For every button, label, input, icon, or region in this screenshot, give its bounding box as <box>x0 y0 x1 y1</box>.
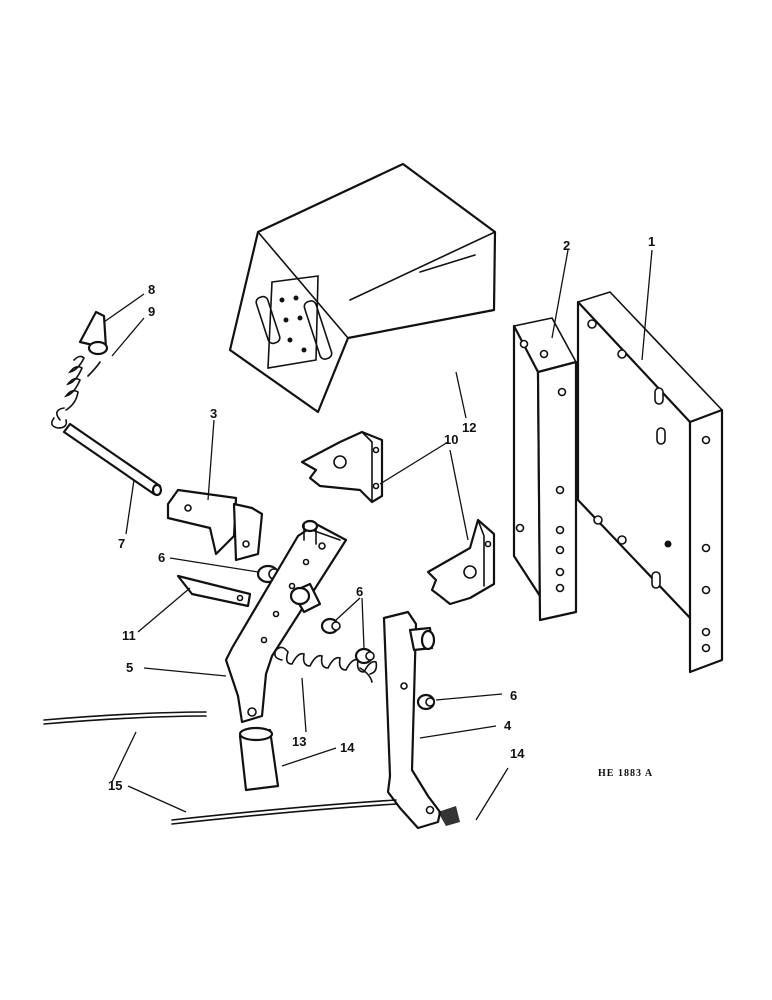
part-13-spring <box>274 646 378 683</box>
callout-2: 2 <box>563 238 570 253</box>
callout-1: 1 <box>648 234 655 249</box>
leader-lines <box>103 249 653 821</box>
drawing-code: HE 1883 A <box>598 768 653 779</box>
part-10-bracket-lower <box>426 518 496 606</box>
part-2-angle-bracket <box>512 317 578 622</box>
part-7-rod <box>62 422 163 497</box>
part-6-bushing-d <box>416 693 436 711</box>
part-9-spring <box>50 355 101 429</box>
callout-6-b: 6 <box>356 584 363 599</box>
part-11-plate <box>176 574 252 608</box>
callout-labels: 1 2 3 8 9 7 12 10 6 11 6 5 6 4 13 14 14 … <box>108 234 655 793</box>
callout-3: 3 <box>210 406 217 421</box>
callout-4: 4 <box>504 718 512 733</box>
callout-7: 7 <box>118 536 125 551</box>
part-1-mounting-plate <box>576 291 724 674</box>
callout-14-a: 14 <box>340 740 355 755</box>
callout-6-d: 6 <box>510 688 517 703</box>
callout-11: 11 <box>122 628 136 643</box>
callout-12: 12 <box>462 420 476 435</box>
callout-5: 5 <box>126 660 133 675</box>
part-14-sleeve-left <box>238 726 280 792</box>
part-10-bracket-upper <box>300 430 384 504</box>
part-12-housing <box>228 162 497 414</box>
callout-8: 8 <box>148 282 155 297</box>
callout-6-a: 6 <box>158 550 165 565</box>
part-6-bushing-b <box>320 617 341 635</box>
part-6-bushing-c <box>354 647 375 665</box>
part-3-small-bracket <box>166 488 264 562</box>
part-15-cable <box>43 711 397 825</box>
part-8-knob <box>78 310 109 356</box>
callout-14-b: 14 <box>510 746 525 761</box>
part-14-grip-right <box>438 806 460 826</box>
callout-15: 15 <box>108 778 122 793</box>
callout-13: 13 <box>292 734 306 749</box>
part-lever-pin <box>289 582 322 614</box>
callout-9: 9 <box>148 304 155 319</box>
callout-10: 10 <box>444 432 458 447</box>
part-5-lever <box>224 519 348 724</box>
part-4-lever <box>382 610 442 830</box>
